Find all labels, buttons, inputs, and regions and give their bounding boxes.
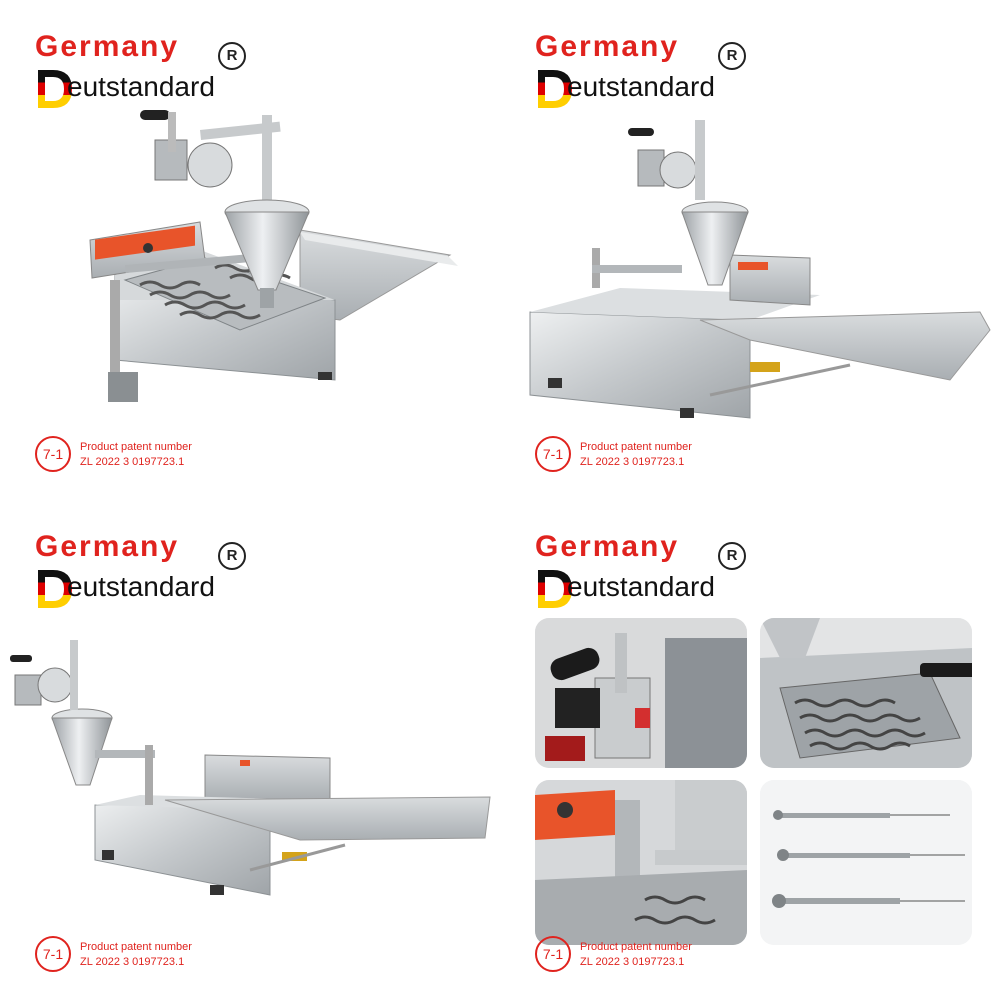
patent-label: Product patent number bbox=[580, 441, 692, 453]
patent-number: ZL 2022 3 0197723.1 bbox=[80, 956, 185, 968]
german-flag-d-icon bbox=[538, 570, 572, 608]
model-badge: 7-1 bbox=[535, 936, 571, 972]
brand-germany-text: Germany bbox=[535, 30, 680, 63]
product-panel-4: Germany R eutstandard 7-1 Product patent… bbox=[500, 500, 1000, 1000]
patent-label: Product patent number bbox=[80, 941, 192, 953]
german-flag-d-icon bbox=[38, 70, 72, 108]
registered-mark: R bbox=[218, 542, 246, 570]
detail-thumb-nozzles bbox=[760, 780, 972, 945]
registered-mark: R bbox=[718, 542, 746, 570]
patent-info: Product patent number ZL 2022 3 0197723.… bbox=[580, 940, 692, 970]
brand-germany-text: Germany bbox=[535, 530, 680, 563]
patent-number: ZL 2022 3 0197723.1 bbox=[580, 456, 685, 468]
german-flag-d-icon bbox=[38, 570, 72, 608]
product-panel-3: Germany R eutstandard 7-1 Product patent… bbox=[0, 500, 500, 1000]
detail-thumb-basket bbox=[760, 618, 972, 768]
nozzles-detail-image bbox=[760, 780, 972, 945]
patent-info: Product patent number ZL 2022 3 0197723.… bbox=[80, 940, 192, 970]
model-badge: 7-1 bbox=[535, 436, 571, 472]
model-badge: 7-1 bbox=[35, 436, 71, 472]
basket-detail-image bbox=[760, 618, 972, 768]
german-flag-d-icon bbox=[538, 70, 572, 108]
registered-mark: R bbox=[218, 42, 246, 70]
brand-deutstandard-text: eutstandard bbox=[567, 571, 715, 602]
patent-info: Product patent number ZL 2022 3 0197723.… bbox=[80, 440, 192, 470]
handle-detail-image bbox=[535, 618, 747, 768]
detail-thumb-control bbox=[535, 780, 747, 945]
patent-number: ZL 2022 3 0197723.1 bbox=[580, 956, 685, 968]
control-detail-image bbox=[535, 780, 747, 945]
registered-mark: R bbox=[718, 42, 746, 70]
product-panel-2: Germany R eutstandard 7-1 Product patent… bbox=[500, 0, 1000, 500]
donut-machine-image-2 bbox=[529, 120, 991, 419]
model-badge: 7-1 bbox=[35, 936, 71, 972]
patent-label: Product patent number bbox=[80, 441, 192, 453]
patent-label: Product patent number bbox=[580, 941, 692, 953]
brand-germany-text: Germany bbox=[35, 30, 180, 63]
brand-deutstandard-text: eutstandard bbox=[67, 71, 215, 102]
patent-number: ZL 2022 3 0197723.1 bbox=[80, 456, 185, 468]
brand-deutstandard-text: eutstandard bbox=[567, 71, 715, 102]
brand-germany-text: Germany bbox=[35, 530, 180, 563]
patent-info: Product patent number ZL 2022 3 0197723.… bbox=[580, 440, 692, 470]
brand-deutstandard-text: eutstandard bbox=[67, 571, 215, 602]
detail-thumb-handle bbox=[535, 618, 747, 768]
donut-machine-image-1 bbox=[89, 110, 458, 402]
donut-machine-image-3 bbox=[10, 640, 491, 896]
product-panel-1: Germany R eutstandard 7-1 Product patent… bbox=[0, 0, 500, 500]
